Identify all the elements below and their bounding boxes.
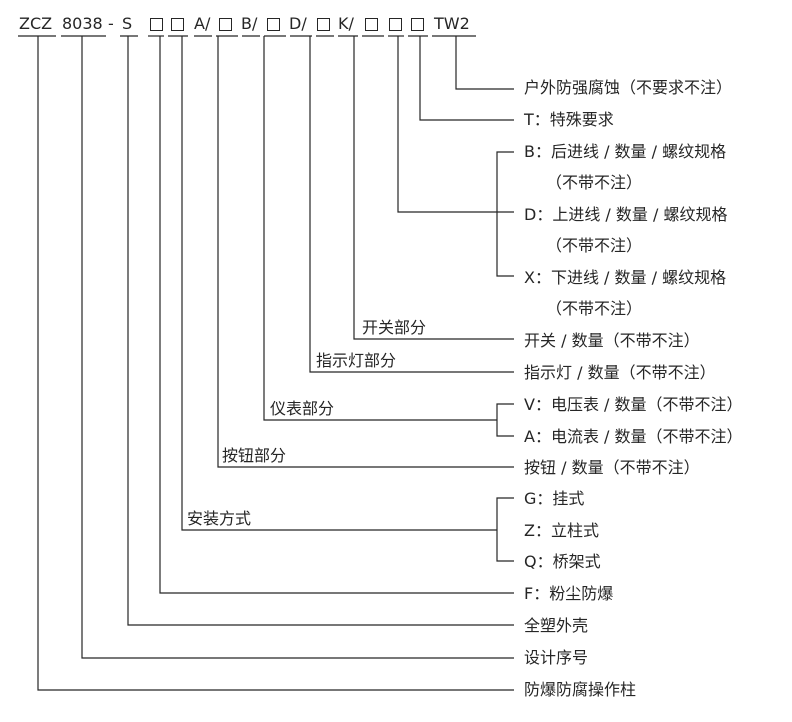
label-x-line2: （不带不注） — [546, 299, 643, 318]
code-box-1 — [150, 18, 163, 31]
label-indicator-part: 指示灯部分 — [316, 351, 397, 370]
code-k: K/ — [338, 14, 354, 33]
label-serial: 设计序号 — [524, 648, 589, 667]
label-button-part: 按钮部分 — [222, 446, 287, 465]
code-a: A/ — [194, 14, 211, 33]
label-product: 防爆防腐操作柱 — [524, 680, 637, 699]
label-switch: 开关 / 数量（不带不注） — [524, 331, 700, 350]
code-s: S — [122, 14, 133, 33]
label-a: A：电流表 / 数量（不带不注） — [524, 427, 743, 446]
label-switch-part: 开关部分 — [362, 318, 427, 337]
label-q: Q：桥架式 — [524, 552, 601, 571]
label-t: T：特殊要求 — [524, 110, 614, 129]
label-plastic: 全塑外壳 — [524, 616, 589, 635]
code-box-4 — [267, 18, 280, 31]
label-z: Z：立柱式 — [524, 521, 599, 540]
label-b-line1: B：后进线 / 数量 / 螺纹规格 — [524, 142, 727, 161]
label-d-line1: D：上进线 / 数量 / 螺纹规格 — [524, 205, 728, 224]
label-f: F：粉尘防爆 — [524, 584, 614, 603]
label-v: V：电压表 / 数量（不带不注） — [524, 395, 743, 414]
code-tw: TW2 — [434, 14, 470, 33]
label-mount: 安装方式 — [187, 509, 252, 528]
code-box-2 — [171, 18, 184, 31]
code-dash: - — [108, 14, 114, 33]
code-box-3 — [219, 18, 232, 31]
code-number: 8038 — [62, 14, 103, 33]
label-d-line2: （不带不注） — [546, 236, 643, 255]
label-outdoor: 户外防强腐蚀（不要求不注） — [524, 78, 733, 97]
label-indicator: 指示灯 / 数量（不带不注） — [524, 363, 716, 382]
label-meter-part: 仪表部分 — [270, 399, 335, 418]
code-box-7 — [389, 18, 402, 31]
code-b: B/ — [241, 14, 258, 33]
label-x-line1: X：下进线 / 数量 / 螺纹规格 — [524, 268, 727, 287]
code-box-8 — [411, 18, 424, 31]
code-box-5 — [317, 18, 330, 31]
label-button: 按钮 / 数量（不带不注） — [524, 458, 700, 477]
code-d: D/ — [289, 14, 307, 33]
code-box-6 — [365, 18, 378, 31]
label-g: G：挂式 — [524, 489, 585, 508]
label-b-line2: （不带不注） — [546, 173, 643, 192]
code-prefix: ZCZ — [19, 14, 53, 33]
